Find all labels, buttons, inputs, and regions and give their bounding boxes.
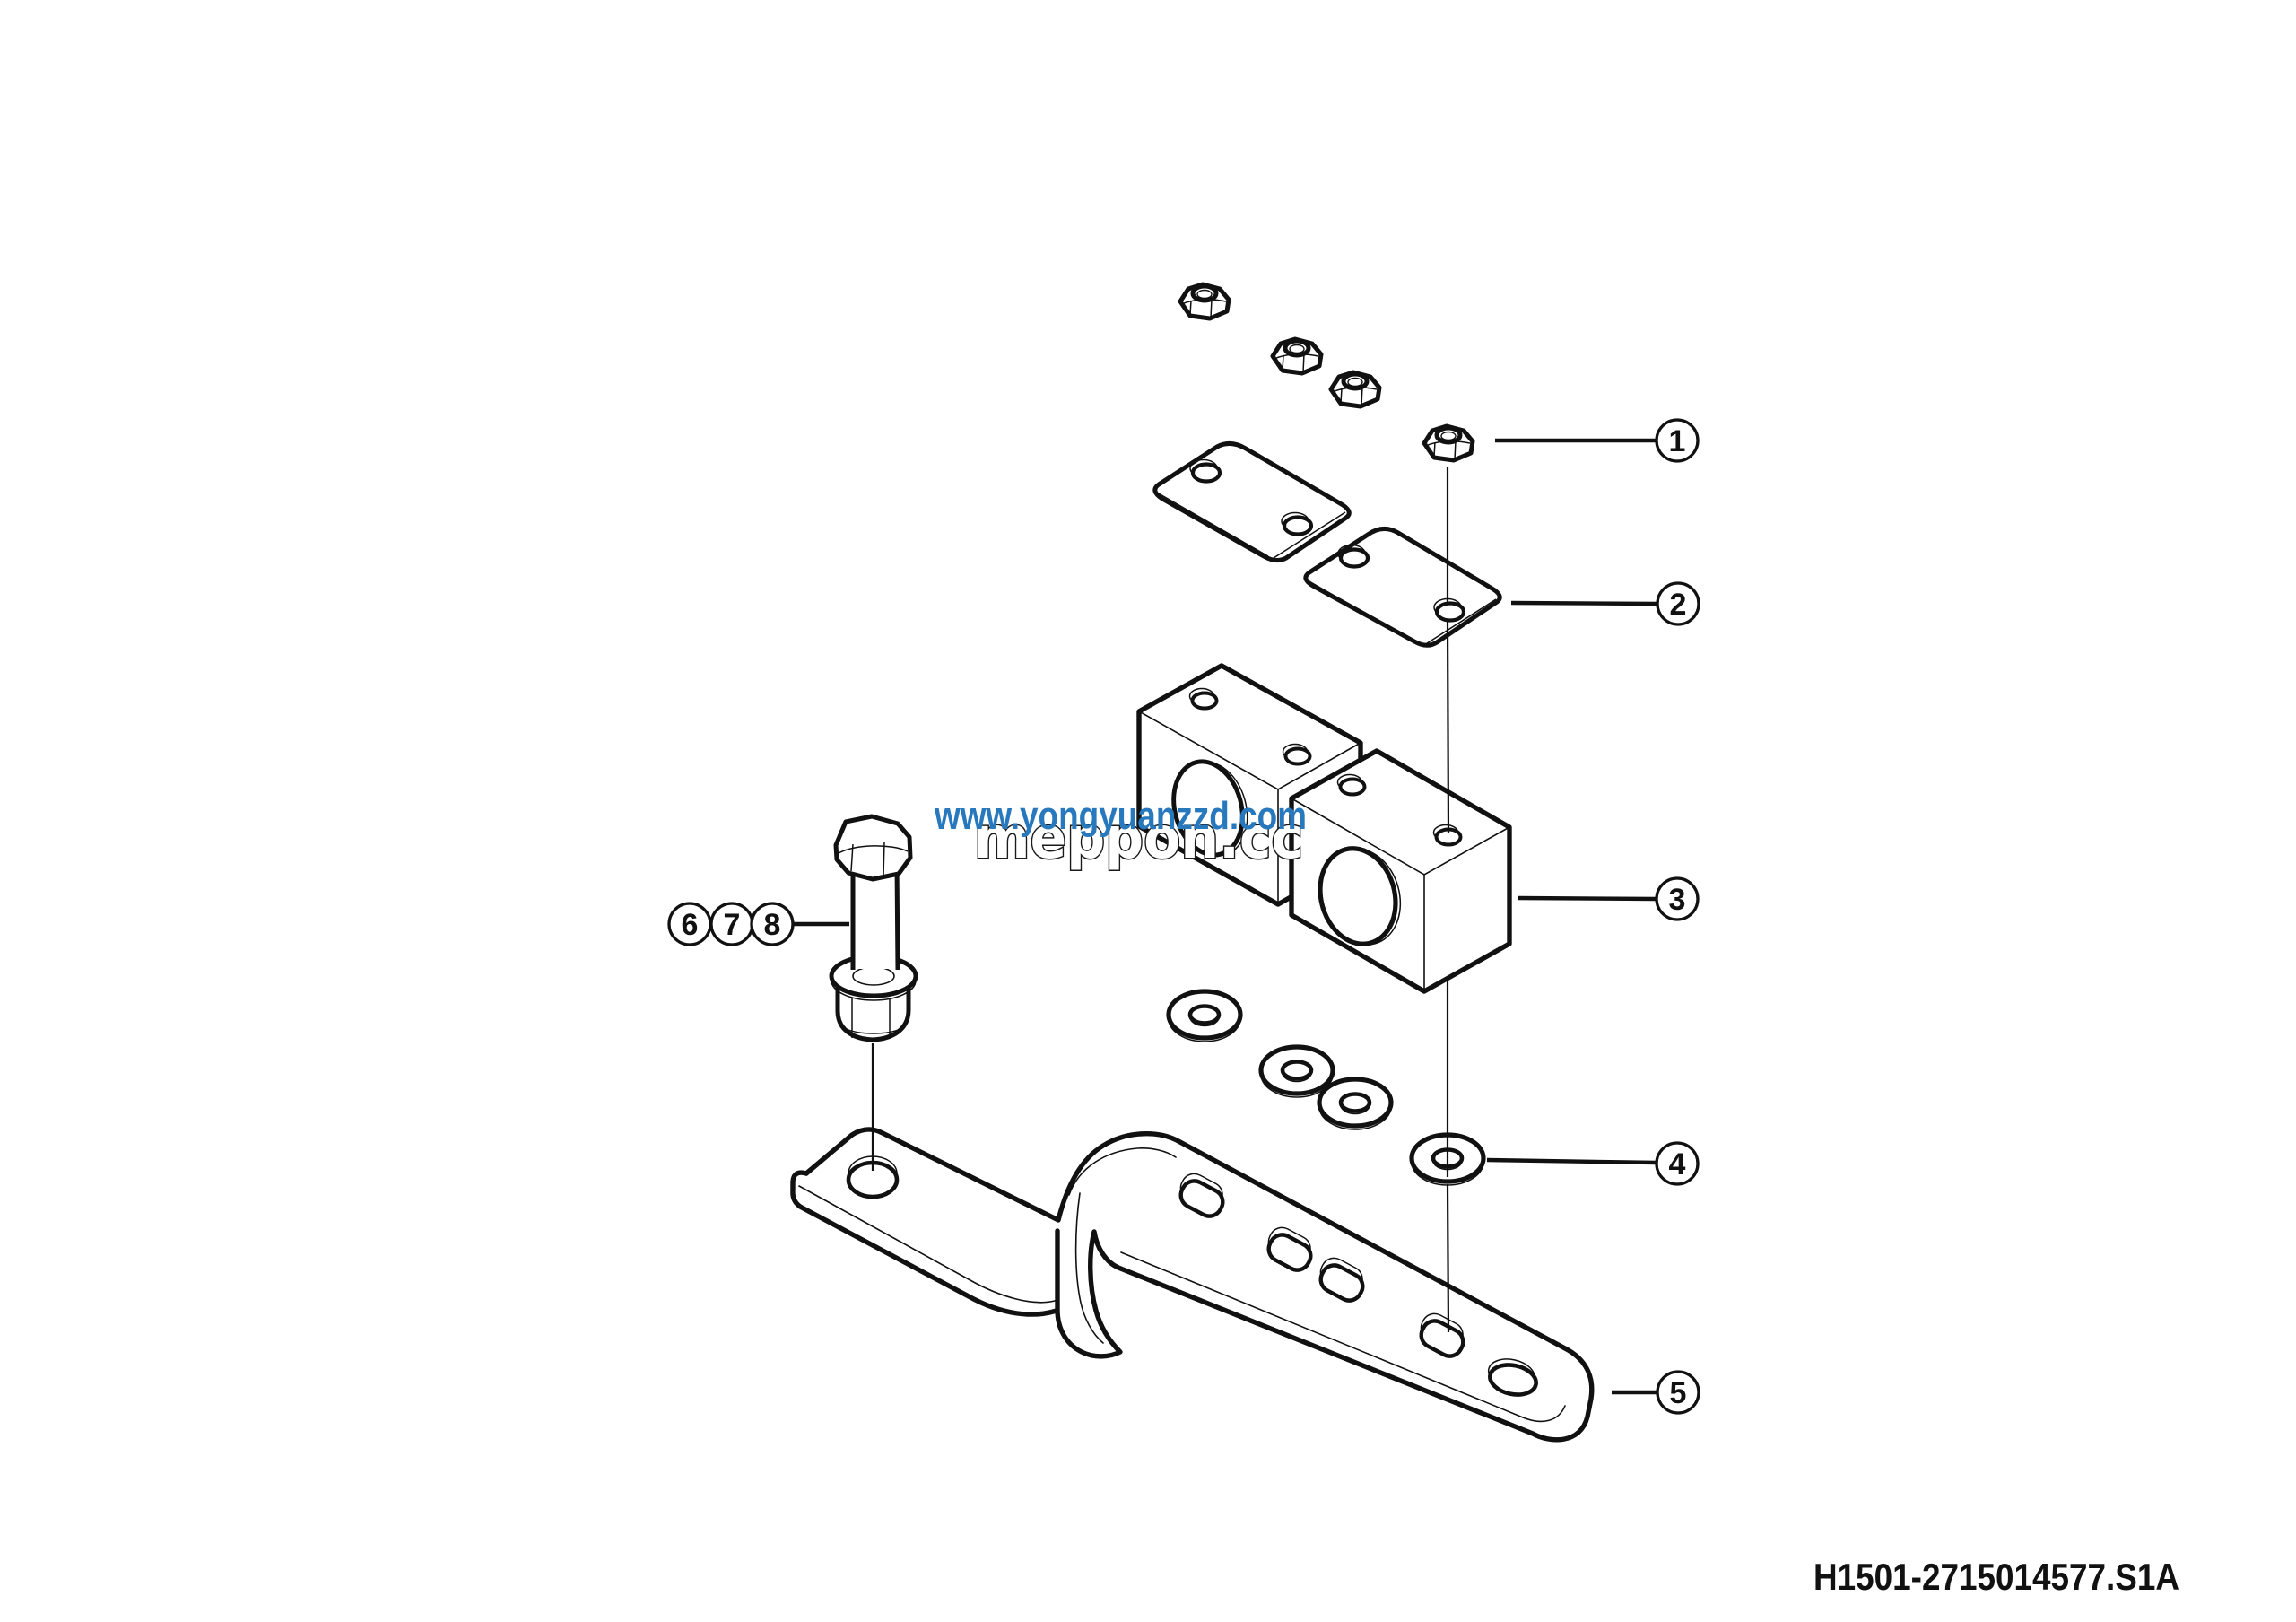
callout-1-label: 1 xyxy=(1669,424,1686,458)
callout-5-label: 5 xyxy=(1670,1376,1687,1410)
hex-nut xyxy=(1331,372,1379,406)
callout-7: 7 xyxy=(709,902,754,946)
flat-washer xyxy=(1169,991,1240,1042)
flat-washer xyxy=(1319,1079,1391,1129)
callout-2: 2 xyxy=(1656,581,1700,626)
bolt-head xyxy=(833,814,913,882)
bracket-slot xyxy=(1261,1223,1318,1274)
callout-6-label: 6 xyxy=(682,908,699,942)
part-z-bracket xyxy=(790,1127,1595,1443)
block-bore xyxy=(1318,846,1402,946)
callout-8: 8 xyxy=(750,902,795,946)
callout-4-label: 4 xyxy=(1669,1147,1686,1182)
bracket-hole xyxy=(1487,1358,1538,1397)
watermark-site-text: www.yongyuanzzd.com xyxy=(934,794,1307,838)
callout-3: 3 xyxy=(1655,876,1700,921)
hex-nut-callout-1 xyxy=(1424,426,1473,460)
callout-6: 6 xyxy=(667,902,712,946)
callout-4: 4 xyxy=(1655,1141,1700,1186)
bracket-slot xyxy=(1413,1309,1470,1360)
part-block-right xyxy=(1289,748,1512,994)
callout-8-label: 8 xyxy=(764,908,781,942)
bracket-slot xyxy=(1173,1169,1230,1220)
block-bore xyxy=(1171,759,1248,858)
part-plate-left xyxy=(1152,441,1352,563)
watermark-brand-text: meppon.cc xyxy=(974,806,1303,872)
bracket-slot xyxy=(1313,1253,1370,1304)
part-plate-right xyxy=(1303,527,1502,648)
hex-nut xyxy=(1273,339,1321,373)
assembly-axis-lines xyxy=(871,467,1450,1333)
callout-5: 5 xyxy=(1656,1370,1700,1415)
callout-1: 1 xyxy=(1655,418,1700,463)
drawing-code: H1501-2715014577.S1A xyxy=(1813,1556,2179,1598)
leader-lines xyxy=(794,438,1658,1395)
part-bolt-assembly xyxy=(829,814,918,1042)
bolt-shaft xyxy=(853,866,898,969)
bolt-nut xyxy=(835,981,911,1042)
callout-2-label: 2 xyxy=(1670,588,1687,622)
callout-7-label: 7 xyxy=(724,908,741,942)
hex-nut xyxy=(1180,284,1229,318)
callout-3-label: 3 xyxy=(1669,883,1686,917)
